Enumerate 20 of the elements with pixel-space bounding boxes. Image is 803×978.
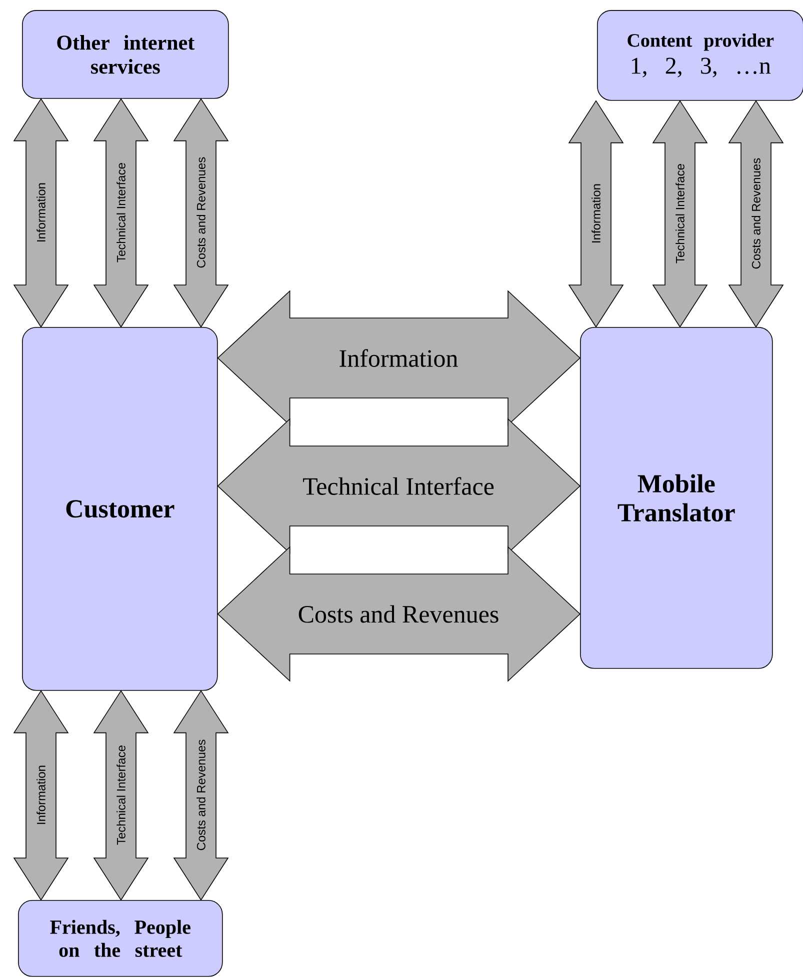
edge-label: Costs and Revenues — [750, 156, 762, 270]
rounded-box: Mobile Translator — [580, 327, 773, 669]
edge-label: Information — [36, 182, 46, 244]
double-arrow — [13, 690, 69, 901]
rounded-box: Content provider 1, 2, 3, …n — [597, 10, 803, 101]
edge-label: Costs and Revenues — [296, 604, 500, 624]
edge-label: Technical Interface — [674, 162, 686, 265]
edge-label: Information — [590, 182, 602, 245]
rounded-box: Customer — [22, 327, 218, 691]
rounded-box: Other internet services — [22, 10, 229, 99]
edge-label: Technical Interface — [116, 744, 126, 846]
rounded-box: Friends, People on the street — [18, 900, 223, 977]
edge-label: Information — [36, 764, 46, 826]
edge-label: Costs and Revenues — [196, 156, 206, 270]
edge-label: Technical Interface — [302, 476, 496, 496]
edge-label: Costs and Revenues — [196, 738, 206, 852]
edge-label: Technical Interface — [116, 161, 126, 264]
double-arrow — [568, 100, 624, 328]
edge-label: Information — [338, 348, 460, 368]
double-arrow — [13, 98, 69, 328]
